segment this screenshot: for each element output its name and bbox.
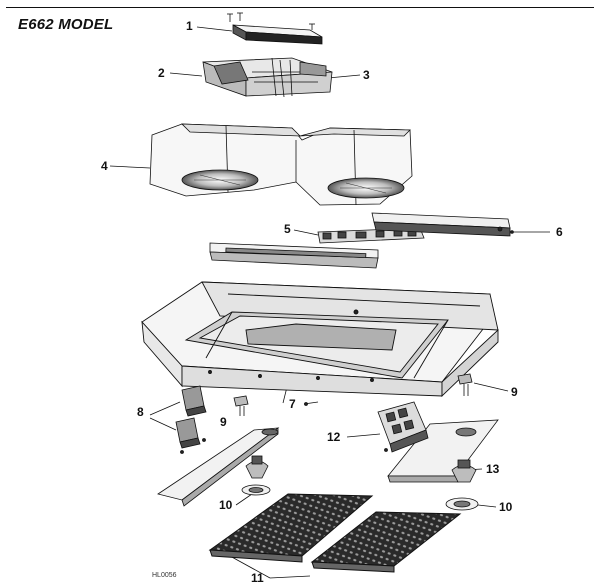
callout-7: 7 [289,397,296,411]
part-13-bulb [451,459,477,483]
callout-8: 8 [137,405,144,419]
drawing-code: HL0056 [152,572,177,579]
callout-4: 4 [101,159,108,173]
callout-9-left: 9 [220,415,227,429]
callout-3: 3 [363,68,370,82]
light-lens-strip [209,242,379,269]
part-8-light-socket-lower [175,417,206,454]
part-12-switch-assembly [377,401,429,453]
callout-1: 1 [186,19,193,33]
part-2-3-duct-damper [202,57,333,98]
callout-2: 2 [158,66,165,80]
callout-5: 5 [284,222,291,236]
header-rule [6,7,594,8]
bulb-left [245,455,269,479]
callout-11: 11 [251,571,264,585]
part-4-blower-housing [149,123,413,206]
part-9-clip-left [233,395,249,416]
part-7-screw [303,401,319,406]
callout-13: 13 [486,462,500,476]
part-8-light-socket-upper [181,385,207,417]
callout-6: 6 [556,225,563,239]
diagram-title: E662 MODEL [18,16,114,33]
part-9-clip-right [457,373,473,396]
callout-9-right: 9 [511,385,518,399]
part-7-hood-body [141,281,499,398]
part-6-control-panel [371,212,514,237]
callout-10-right: 10 [499,500,513,514]
part-10-trim-ring-left [241,484,271,496]
part-10-trim-ring-right [445,497,479,511]
light-bracket-left [157,427,280,507]
light-bracket-right [387,419,499,483]
part-11-filter-left [208,493,374,563]
part-11-filter-right [310,511,462,573]
part-1-mounting-bracket [227,12,323,45]
callout-10-left: 10 [219,498,233,512]
callout-12: 12 [327,430,341,444]
